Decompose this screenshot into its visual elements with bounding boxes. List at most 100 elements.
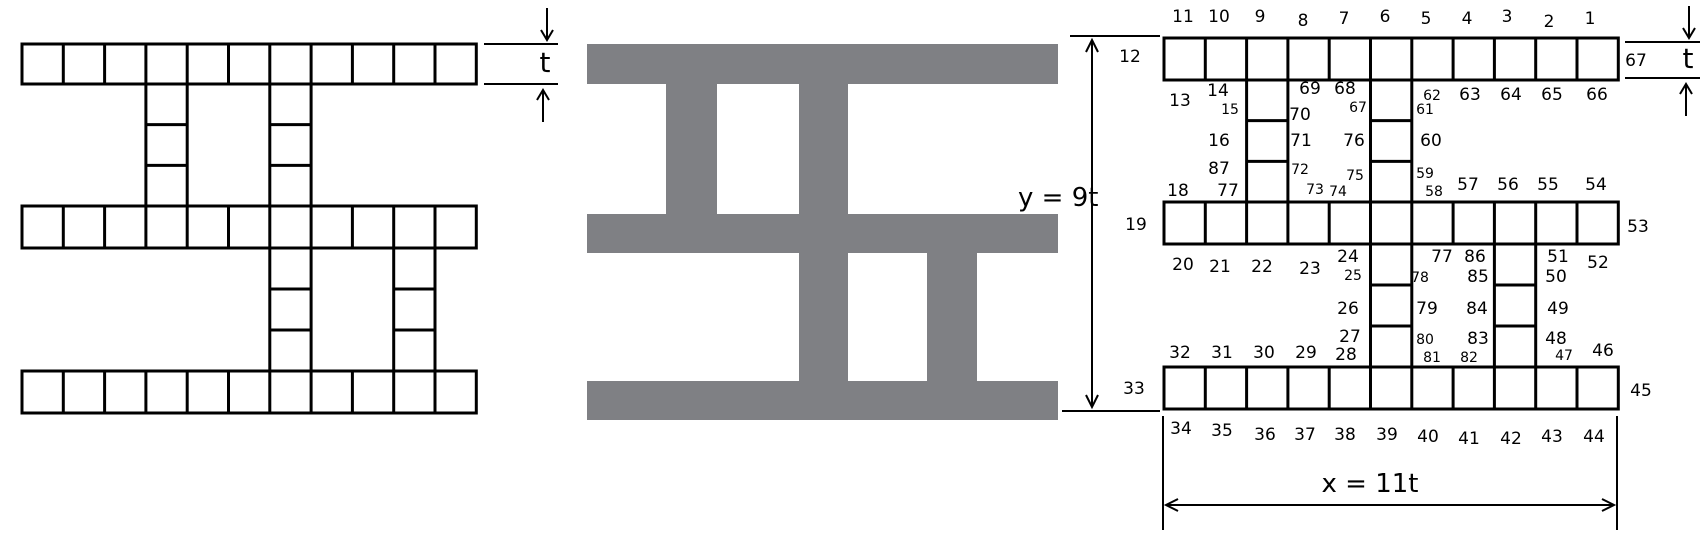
node-label: 62	[1423, 88, 1441, 104]
node-label: 5	[1421, 9, 1432, 29]
left-row-bottom	[20, 369, 478, 415]
node-label: 83	[1467, 329, 1489, 349]
node-label: 59	[1416, 166, 1434, 182]
node-label: 43	[1541, 427, 1563, 447]
node-label: 73	[1306, 182, 1324, 198]
node-label: 8	[1298, 11, 1309, 31]
node-label: 39	[1376, 425, 1398, 445]
node-label: 31	[1211, 343, 1233, 363]
node-label: 77	[1431, 247, 1453, 267]
node-label: 28	[1335, 345, 1357, 365]
node-label: 38	[1334, 425, 1356, 445]
node-label: 67	[1625, 51, 1647, 71]
node-label: 85	[1467, 267, 1489, 287]
y-dim-bottom-arrow	[1085, 394, 1099, 410]
node-label: 21	[1209, 257, 1231, 277]
node-label: 84	[1466, 299, 1488, 319]
x-dimension	[1162, 416, 1618, 530]
node-label: 81	[1423, 350, 1441, 366]
node-label: 70	[1289, 105, 1311, 125]
node-label: 48	[1545, 329, 1567, 349]
node-label: 26	[1337, 299, 1359, 319]
right-t-up-arrow	[1679, 82, 1693, 116]
node-label: 13	[1169, 91, 1191, 111]
node-label: 58	[1425, 184, 1443, 200]
node-label: 66	[1586, 85, 1608, 105]
node-label: 72	[1291, 162, 1309, 178]
node-label: 54	[1585, 175, 1607, 195]
left-mesh-panel	[20, 42, 478, 415]
node-label: 36	[1254, 425, 1276, 445]
node-label: 63	[1459, 85, 1481, 105]
right-t-down-arrow	[1682, 6, 1696, 40]
node-label: 61	[1416, 102, 1434, 118]
node-label: 77	[1217, 181, 1239, 201]
right-row-top	[1162, 36, 1620, 82]
node-label: 19	[1125, 215, 1147, 235]
node-label: 67	[1349, 100, 1367, 116]
right-row-bottom	[1162, 365, 1620, 411]
node-label: 9	[1255, 7, 1266, 27]
node-label: 69	[1299, 79, 1321, 99]
node-label: 50	[1545, 267, 1567, 287]
left-thickness-annotation	[484, 8, 558, 122]
node-label: 1	[1585, 9, 1596, 29]
node-label: 65	[1541, 85, 1563, 105]
node-label: 4	[1462, 9, 1473, 29]
node-label: 37	[1294, 425, 1316, 445]
node-label: 42	[1500, 429, 1522, 449]
node-label: 33	[1123, 379, 1145, 399]
node-label: 46	[1592, 341, 1614, 361]
node-label: 76	[1343, 131, 1365, 151]
node-label: 44	[1583, 427, 1605, 447]
solid-section-shape	[587, 44, 1058, 420]
right-row-middle	[1162, 200, 1620, 246]
left-t-label: t	[540, 46, 551, 79]
node-label: 80	[1416, 332, 1434, 348]
node-label: 20	[1172, 255, 1194, 275]
node-label: 78	[1411, 270, 1429, 286]
y-dimension	[1062, 35, 1160, 412]
x-dimension-label: x = 11t	[1322, 469, 1419, 499]
node-label: 3	[1502, 7, 1513, 27]
node-label: 75	[1346, 168, 1364, 184]
numbered-mesh-panel	[1162, 36, 1620, 411]
node-label: 30	[1253, 343, 1275, 363]
node-label: 15	[1221, 102, 1239, 118]
node-label: 12	[1119, 47, 1141, 67]
node-label: 23	[1299, 259, 1321, 279]
node-label: 7	[1339, 9, 1350, 29]
node-label: 86	[1464, 247, 1486, 267]
solid-section-panel	[587, 44, 1058, 420]
node-label: 79	[1416, 299, 1438, 319]
right-t-label: t	[1683, 42, 1694, 75]
node-label: 52	[1587, 253, 1609, 273]
node-label: 35	[1211, 421, 1233, 441]
x-dim-left-arrow	[1163, 498, 1179, 512]
node-label: 47	[1555, 348, 1573, 364]
node-label: 34	[1170, 419, 1192, 439]
node-label: 18	[1167, 181, 1189, 201]
node-label: 74	[1329, 184, 1347, 200]
node-label: 24	[1337, 247, 1359, 267]
node-label: 87	[1208, 159, 1230, 179]
left-t-up-arrow	[536, 88, 550, 122]
node-label: 22	[1251, 257, 1273, 277]
y-dimension-label: y = 9t	[1018, 183, 1098, 213]
node-label: 14	[1207, 81, 1229, 101]
node-label: 64	[1500, 85, 1522, 105]
node-label: 2	[1544, 12, 1555, 32]
node-label: 68	[1334, 79, 1356, 99]
node-label: 16	[1208, 131, 1230, 151]
node-label: 6	[1380, 7, 1391, 27]
node-label: 71	[1290, 131, 1312, 151]
node-label: 82	[1460, 350, 1478, 366]
node-label: 45	[1630, 381, 1652, 401]
node-label: 60	[1420, 131, 1442, 151]
left-row-middle	[20, 204, 478, 250]
node-label: 27	[1339, 327, 1361, 347]
left-row-top	[20, 42, 478, 86]
node-label: 41	[1458, 429, 1480, 449]
node-label: 55	[1537, 175, 1559, 195]
node-label: 57	[1457, 175, 1479, 195]
